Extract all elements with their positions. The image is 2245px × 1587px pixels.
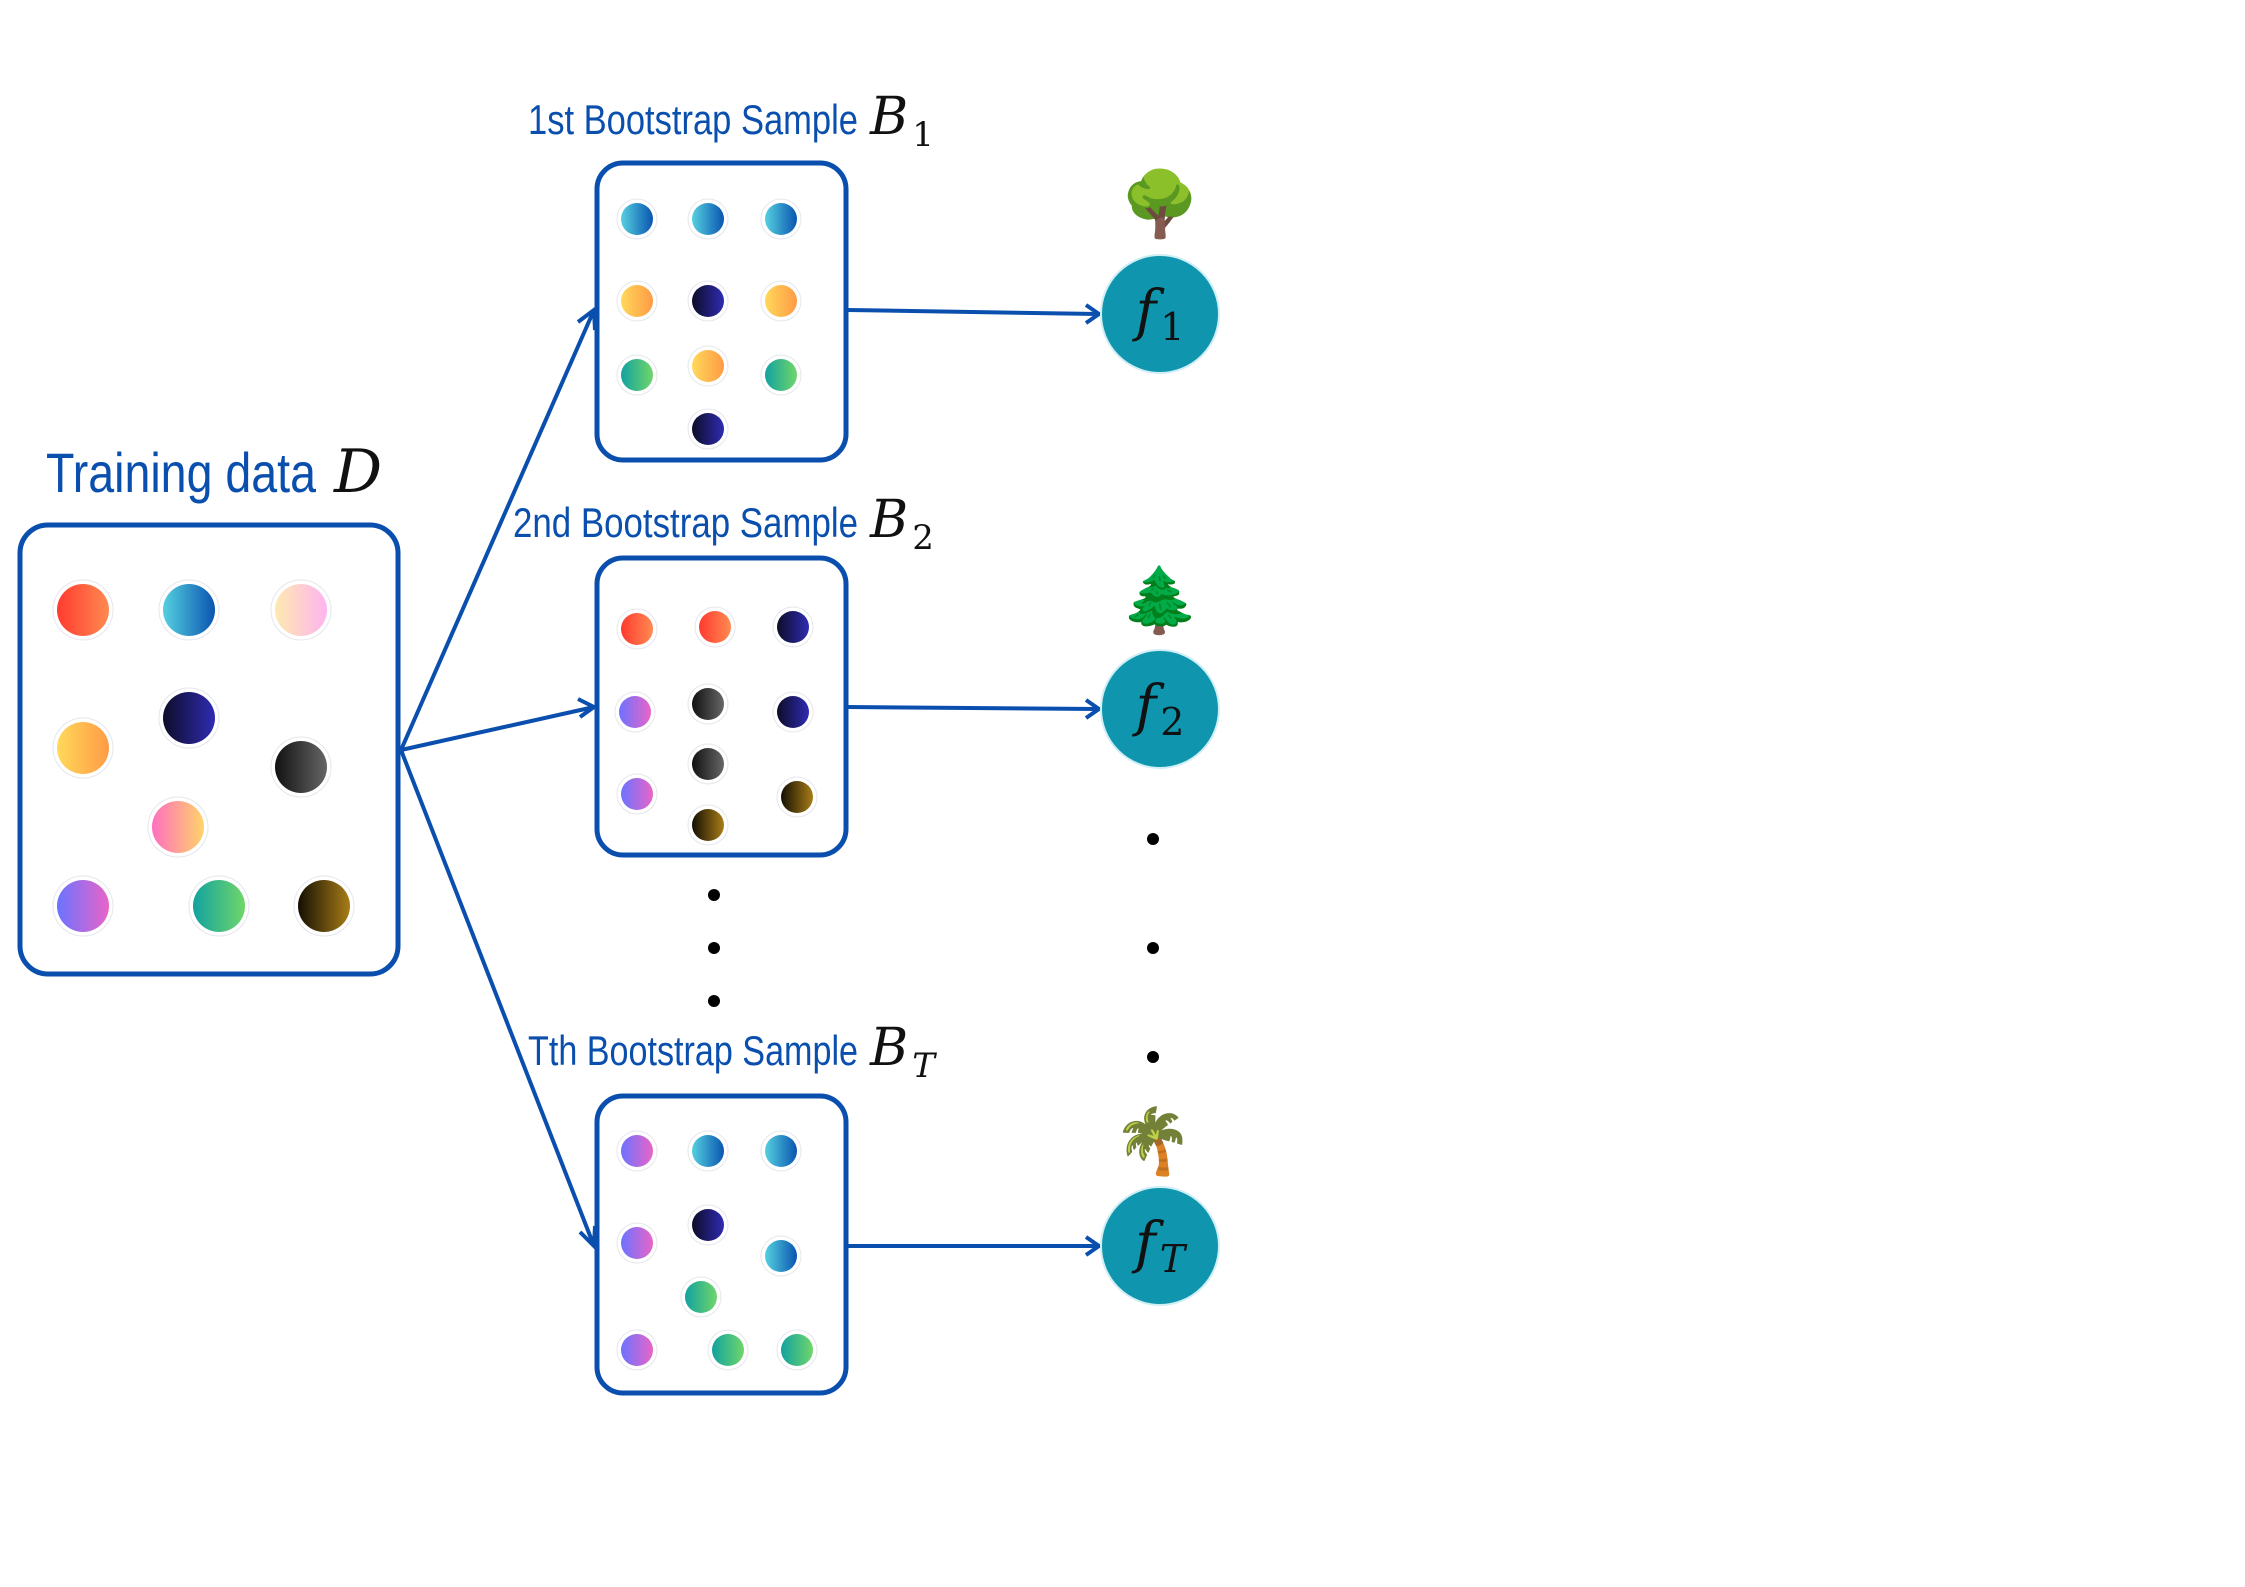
training-point-peach	[275, 584, 327, 636]
model-1-subscript: 1	[1160, 305, 1184, 349]
sample-t-subscript: T	[912, 1046, 937, 1086]
arrowhead-ft	[1084, 1235, 1103, 1257]
training-data-title: Training data D	[46, 437, 382, 507]
sample-1-point-green	[765, 359, 797, 391]
model-t-node	[1100, 1186, 1220, 1306]
sample-2-label: 2nd Bootstrap Sample	[513, 499, 858, 546]
sample-2-point-violet	[619, 696, 651, 728]
training-point-violet	[57, 880, 109, 932]
sample-1-symbol: B	[869, 87, 908, 147]
model-1: 🌳 f 1	[1100, 166, 1220, 374]
arrow-b1-to-f1	[847, 308, 1099, 316]
palm-tree-icon: 🌴	[1113, 1105, 1193, 1179]
sample-1-point-navy	[692, 285, 724, 317]
sample-t-label: Tth Bootstrap Sample	[528, 1027, 858, 1074]
sample-3-point-violet	[621, 1227, 653, 1259]
sample-2-point-violet	[621, 778, 653, 810]
sample-3-point-blue	[692, 1135, 724, 1167]
model-t: 🌴 f T	[1100, 1105, 1220, 1306]
sample-3-point-violet	[621, 1334, 653, 1366]
training-data-symbol: D	[333, 437, 382, 507]
arrow-training-to-b2	[400, 705, 595, 752]
training-point-orange	[57, 722, 109, 774]
sample-3-point-blue	[765, 1135, 797, 1167]
model-t-label: f T	[1131, 1211, 1188, 1281]
training-point-red	[57, 584, 109, 636]
training-points	[52, 579, 355, 937]
arrow-training-to-bt	[399, 749, 596, 1247]
arrow-training-to-b1	[399, 309, 596, 751]
ellipsis-dot	[708, 942, 720, 954]
sample-3-point-violet	[621, 1135, 653, 1167]
sample-1-label: 1st Bootstrap Sample	[528, 96, 858, 143]
sample-2-point-charcoal	[692, 688, 724, 720]
ellipsis-dot	[1147, 1051, 1159, 1063]
arrowhead-f2	[1084, 698, 1103, 720]
sample-2-point-navy	[777, 611, 809, 643]
sample-1-points	[616, 198, 802, 450]
deciduous-tree-icon: 🌳	[1120, 166, 1200, 242]
sample-2-point-red	[699, 611, 731, 643]
samples-ellipsis	[708, 889, 720, 1007]
sample-1-point-orange	[621, 285, 653, 317]
models-ellipsis	[1147, 833, 1159, 1063]
training-point-charcoal	[275, 741, 327, 793]
model-2-subscript: 2	[1160, 700, 1184, 744]
ellipsis-dot	[708, 995, 720, 1007]
sample-3-point-navy	[692, 1209, 724, 1241]
training-point-blue	[163, 584, 215, 636]
training-point-pinkorange	[152, 801, 204, 853]
arrowhead-f1	[1084, 303, 1103, 325]
sample-3-point-blue	[765, 1240, 797, 1272]
sample-2-symbol: B	[869, 490, 908, 550]
ellipsis-dot	[1147, 942, 1159, 954]
sample-2-point-navy	[777, 696, 809, 728]
training-data-label: Training data	[46, 441, 317, 504]
sample-2-point-charcoal	[692, 748, 724, 780]
bootstrap-sample-t: Tth Bootstrap Sample B T	[528, 1018, 937, 1396]
sample-t-title: Tth Bootstrap Sample B T	[528, 1018, 937, 1086]
ellipsis-dot	[708, 889, 720, 901]
sample-3-point-green	[781, 1334, 813, 1366]
bootstrap-sample-1: 1st Bootstrap Sample B 1	[528, 87, 934, 463]
sample-1-point-orange	[765, 285, 797, 317]
arrowhead-b2	[577, 697, 598, 719]
sample-1-point-blue	[621, 203, 653, 235]
sample-2-title: 2nd Bootstrap Sample B 2	[513, 490, 934, 558]
sample-t-symbol: B	[869, 1018, 908, 1078]
sample-2-subscript: 2	[912, 518, 934, 558]
evergreen-tree-icon: 🌲	[1120, 564, 1200, 638]
sample-1-point-orange	[692, 350, 724, 382]
model-1-node	[1100, 254, 1220, 374]
sample-3-point-green	[685, 1281, 717, 1313]
ellipsis-dot	[1147, 833, 1159, 845]
sample-2-points	[614, 606, 818, 846]
training-point-brown	[298, 880, 350, 932]
sample-2-point-red	[621, 613, 653, 645]
sample-t-points	[616, 1130, 818, 1371]
arrow-b2-to-f2	[847, 705, 1099, 711]
sample-1-title: 1st Bootstrap Sample B 1	[528, 87, 934, 155]
training-point-navy	[163, 692, 215, 744]
training-to-sample-arrows	[399, 306, 598, 1251]
sample-2-point-brown	[692, 809, 724, 841]
sample-1-point-blue	[765, 203, 797, 235]
sample-3-point-green	[712, 1334, 744, 1366]
model-1-label: f 1	[1132, 279, 1185, 349]
bootstrap-sample-2: 2nd Bootstrap Sample B 2	[513, 490, 934, 858]
sample-1-point-blue	[692, 203, 724, 235]
sample-1-point-navy	[692, 413, 724, 445]
model-2: 🌲 f 2	[1100, 564, 1220, 769]
sample-to-model-arrows	[847, 303, 1103, 1257]
training-point-green	[193, 880, 245, 932]
model-2-node	[1100, 649, 1220, 769]
sample-2-point-brown	[781, 781, 813, 813]
sample-1-point-green	[621, 359, 653, 391]
sample-1-subscript: 1	[912, 115, 934, 155]
training-data-group: Training data D	[17, 437, 401, 977]
model-t-subscript: T	[1160, 1237, 1188, 1281]
